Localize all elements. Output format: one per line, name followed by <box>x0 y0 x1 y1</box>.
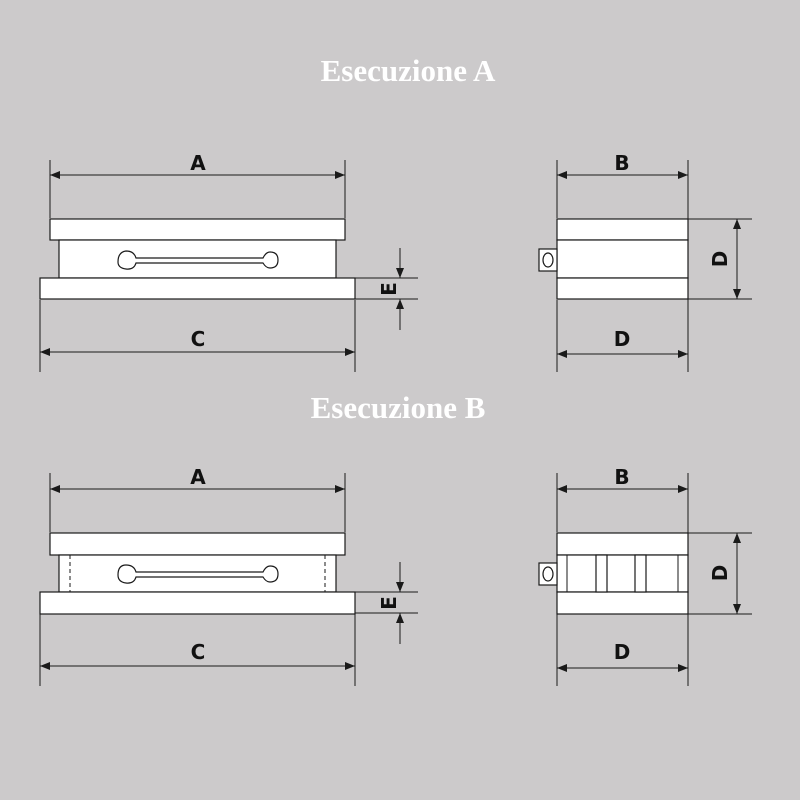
dimension-label-e-b: E <box>377 596 401 610</box>
dimension-label-d-horizontal-b: D <box>614 640 631 664</box>
top-plate <box>49 218 346 241</box>
knob-icon <box>538 562 558 586</box>
title-execution-a: Esecuzione A <box>320 53 496 88</box>
dimension-label-d-vertical-b: D <box>708 565 732 582</box>
dimension-label-c-b: C <box>191 640 206 664</box>
side-view-a: B D D <box>538 151 752 372</box>
dimension-label-e: E <box>377 282 401 296</box>
lever-handle-icon <box>117 250 279 270</box>
dimension-label-a-b: A <box>190 465 206 489</box>
dimension-label-d-horizontal: D <box>614 327 631 351</box>
dimension-label-c: C <box>191 327 206 351</box>
dimension-label-d-vertical: D <box>708 251 732 268</box>
base-plate <box>39 277 356 300</box>
side-view-b: B D D <box>538 465 752 686</box>
lever-handle-icon <box>117 564 279 584</box>
title-execution-b: Esecuzione B <box>310 390 486 425</box>
front-view-a: A C E <box>39 151 418 372</box>
dimension-label-b-b: B <box>614 465 629 489</box>
body-block <box>58 239 337 279</box>
dimension-label-a: A <box>190 151 206 175</box>
knob-icon <box>538 248 558 272</box>
front-view-b: A C E <box>39 465 418 686</box>
dimension-label-b: B <box>614 151 629 175</box>
